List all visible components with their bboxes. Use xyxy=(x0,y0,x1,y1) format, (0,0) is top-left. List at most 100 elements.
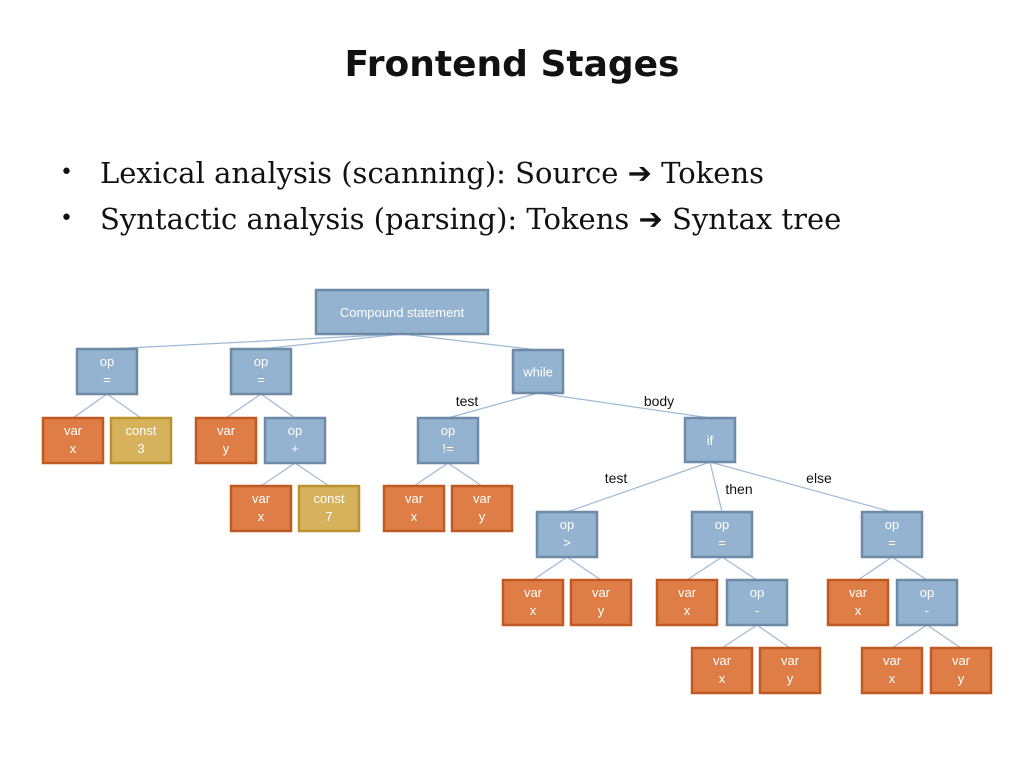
node-label: op xyxy=(441,423,455,438)
tree-node-var xyxy=(382,484,446,533)
node-label: = xyxy=(888,535,896,550)
bullet-icon: • xyxy=(60,160,73,185)
tree-edge xyxy=(721,556,758,581)
tree-edge xyxy=(686,556,723,581)
tree-node-var xyxy=(194,416,258,465)
tree-edge xyxy=(891,624,928,649)
tree-edge xyxy=(891,556,928,581)
node-label: var xyxy=(883,653,902,668)
node-label: var xyxy=(524,585,543,600)
node-label: = xyxy=(103,372,111,387)
node-label: y xyxy=(223,441,230,456)
node-label: - xyxy=(755,603,759,618)
tree-node-op xyxy=(229,347,293,396)
tree-node-var xyxy=(229,484,293,533)
node-label: y xyxy=(479,509,486,524)
node-label: op xyxy=(100,354,114,369)
tree-node-op xyxy=(416,416,480,465)
node-label: x xyxy=(889,671,896,686)
tree-node-var xyxy=(569,578,633,627)
bullet-icon: • xyxy=(60,206,73,231)
node-label: if xyxy=(707,433,714,448)
tree-node-var xyxy=(501,578,565,627)
node-label: while xyxy=(522,365,553,380)
node-label: 3 xyxy=(137,441,144,456)
tree-node-var xyxy=(690,646,754,695)
tree-node-var xyxy=(826,578,890,627)
node-label: op xyxy=(254,354,268,369)
tree-edge xyxy=(532,556,568,581)
tree-node-op xyxy=(75,347,139,396)
node-label: var xyxy=(64,423,83,438)
slide-title: Frontend Stages xyxy=(344,44,680,85)
tree-node-var xyxy=(41,416,105,465)
node-label: y xyxy=(598,603,605,618)
edge-label: body xyxy=(644,393,674,409)
node-label: var xyxy=(952,653,971,668)
tree-node-const xyxy=(297,484,361,533)
tree-edge xyxy=(413,462,449,487)
node-label: x xyxy=(719,671,726,686)
tree-edge xyxy=(401,333,539,351)
bullet-text: Syntactic analysis (parsing): Tokens ➔ S… xyxy=(100,202,842,236)
node-label: x xyxy=(258,509,265,524)
node-label: var xyxy=(217,423,236,438)
node-label: + xyxy=(291,441,299,456)
tree-node-var xyxy=(450,484,514,533)
node-label: y xyxy=(958,671,965,686)
tree-edge xyxy=(721,624,758,649)
node-label: op xyxy=(920,585,934,600)
node-label: var xyxy=(405,491,424,506)
node-label: y xyxy=(787,671,794,686)
node-label: op xyxy=(885,517,899,532)
tree-edge xyxy=(260,393,296,419)
node-label: Compound statement xyxy=(340,305,465,320)
tree-edge xyxy=(260,333,403,350)
tree-node-var xyxy=(758,646,822,695)
node-label: x xyxy=(411,509,418,524)
tree-node-op xyxy=(860,510,924,559)
tree-node-op xyxy=(690,510,754,559)
node-label: x xyxy=(684,603,691,618)
node-label: op xyxy=(750,585,764,600)
tree-edge xyxy=(225,393,262,419)
tree-node-var xyxy=(929,646,993,695)
tree-edge xyxy=(447,462,483,487)
node-label: x xyxy=(855,603,862,618)
tree-edge xyxy=(857,556,893,581)
node-label: var xyxy=(592,585,611,600)
node-label: var xyxy=(849,585,868,600)
node-label: != xyxy=(442,441,453,456)
tree-node-op xyxy=(895,578,959,627)
tree-edge xyxy=(926,624,962,649)
node-label: const xyxy=(313,491,344,506)
node-label: op xyxy=(715,517,729,532)
tree-node-op xyxy=(511,348,565,395)
bullet-text: Lexical analysis (scanning): Source ➔ To… xyxy=(100,156,764,190)
tree-edge xyxy=(294,462,330,487)
node-label: op xyxy=(560,517,574,532)
tree-edge xyxy=(709,461,723,513)
node-label: var xyxy=(781,653,800,668)
tree-edge xyxy=(537,392,711,419)
tree-node-op xyxy=(314,288,490,336)
tree-edge xyxy=(566,461,711,513)
node-label: - xyxy=(925,603,929,618)
tree-edge xyxy=(106,393,142,419)
tree-node-var xyxy=(860,646,924,695)
node-label: var xyxy=(252,491,271,506)
tree-node-op xyxy=(263,416,327,465)
node-label: op xyxy=(288,423,302,438)
bullet-item: • Lexical analysis (scanning): Source ➔ T… xyxy=(58,150,841,196)
tree-node-var xyxy=(655,578,719,627)
bullet-item: • Syntactic analysis (parsing): Tokens ➔ … xyxy=(58,196,841,242)
edge-label: test xyxy=(605,470,628,486)
node-label: 7 xyxy=(325,509,332,524)
edge-label: test xyxy=(456,393,479,409)
node-label: x xyxy=(70,441,77,456)
tree-edge xyxy=(106,333,403,350)
bullet-list: • Lexical analysis (scanning): Source ➔ T… xyxy=(58,150,841,242)
tree-node-op xyxy=(683,416,737,464)
node-label: = xyxy=(257,372,265,387)
